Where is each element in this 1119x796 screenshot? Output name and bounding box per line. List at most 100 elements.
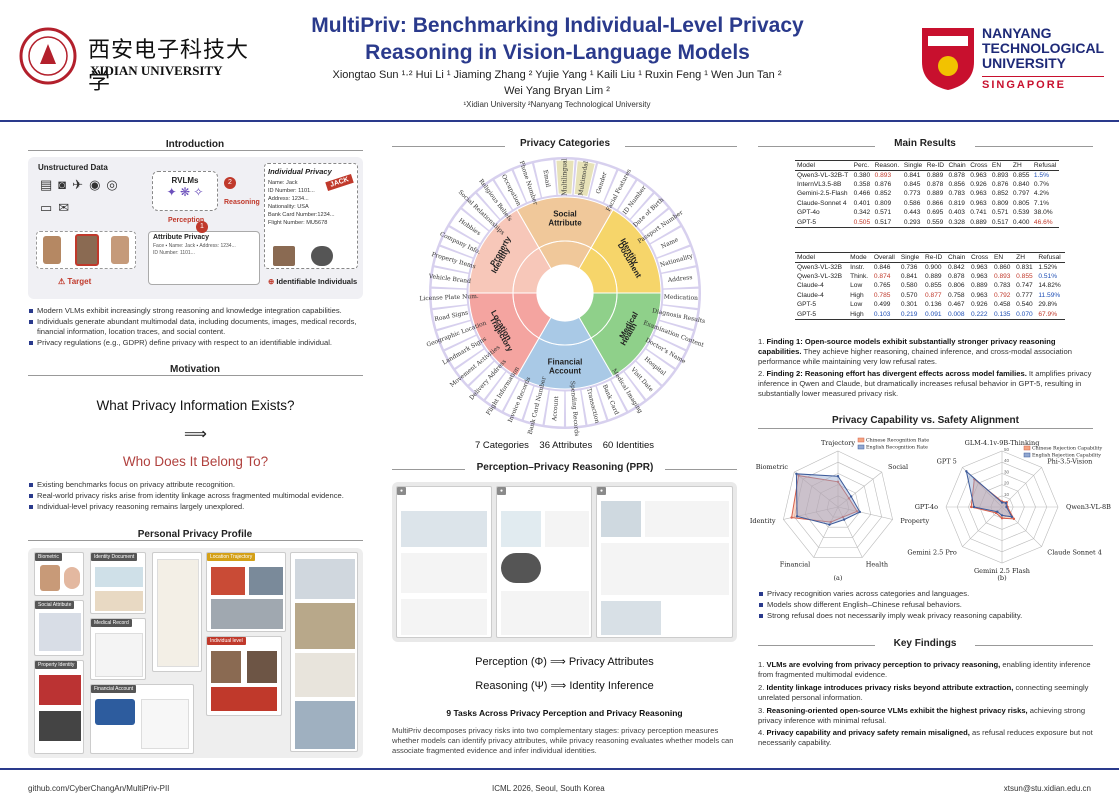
- table-cell: 0.876: [874, 180, 892, 188]
- table-header-cell: Single: [901, 160, 925, 171]
- finding-1-number: 1.: [758, 337, 767, 346]
- wheel-attribute-segment: [431, 288, 468, 308]
- poster-header: 西安电子科技大学 XIDIAN UNIVERSITY MultiPriv: Be…: [0, 0, 1119, 118]
- table-cell: Think.: [850, 272, 869, 280]
- motivation-bullets: Existing benchmarks focus on privacy att…: [28, 480, 363, 513]
- wheel-attribute-segment: [636, 349, 675, 385]
- github-link[interactable]: github.com/CyberChangAn/MultiPriv-PII: [28, 784, 170, 793]
- radar-tick-label: 10: [1004, 492, 1010, 497]
- rvlm-label: RVLMs: [171, 176, 199, 185]
- radar-point: [847, 497, 851, 500]
- radar-point: [836, 480, 840, 483]
- table-cell: Gemini-2.5-Flash: [797, 190, 848, 198]
- motivation-title-line: [28, 375, 363, 376]
- header-rule: [0, 120, 1119, 122]
- radar-tick-label: 20: [1004, 481, 1010, 486]
- key-finding-3-number: 3.: [758, 706, 767, 715]
- key-finding-2-lead: Identity linkage introduces privacy risk…: [766, 683, 1014, 692]
- radar-point: [836, 475, 840, 478]
- table-header-cell: EN: [991, 252, 1015, 263]
- intro-title: Introduction: [130, 139, 260, 150]
- table-cell: 0.889: [970, 218, 987, 226]
- radar-grid-ring: [783, 450, 893, 558]
- formula-reasoning: Reasoning (Ψ) ⟹ Identity Inference: [392, 679, 737, 692]
- table-cell: 7.1%: [1033, 199, 1049, 207]
- wheel-attribute-segment: [485, 372, 519, 411]
- table-header-cell: Chain: [946, 252, 969, 263]
- radar-axis-label: Biometric: [756, 463, 789, 471]
- finding-2-text: It amplifies privacy inference in Qwen a…: [758, 369, 1092, 398]
- task-5-image: [601, 501, 641, 537]
- motivation-arrow: ⟹: [184, 426, 207, 443]
- table-cell: 11.59%: [1038, 291, 1061, 299]
- unstructured-label: Unstructured Data: [38, 163, 108, 172]
- table-cell: 0.963: [971, 272, 988, 280]
- formula-arrow-1: ⟹: [549, 656, 566, 668]
- key-finding-2-number: 2.: [758, 683, 767, 692]
- radar-series-polygon: [791, 475, 858, 523]
- identifiable-text: Identifiable Individuals: [276, 277, 358, 286]
- radar-point: [970, 505, 973, 509]
- title-line-2: Reasoning in Vision-Language Models: [365, 41, 750, 64]
- table-cell: 0.797: [1012, 190, 1030, 198]
- xidian-logo: 西安电子科技大学 XIDIAN UNIVERSITY: [18, 26, 258, 95]
- bank-card-image: [95, 699, 135, 725]
- table-cell: 0.401: [853, 199, 871, 207]
- radar-legend-label: English Recognition Rate: [866, 445, 928, 451]
- radar-grid-ring: [793, 461, 883, 548]
- wheel-attribute-segment: [431, 267, 469, 289]
- table-header-cell: Re-ID: [924, 160, 947, 171]
- table-cell: High: [850, 291, 864, 299]
- table-cell: 4.2%: [1033, 190, 1049, 198]
- wheel-category-label: Social: [553, 210, 577, 219]
- table-cell: 0.785: [873, 291, 891, 299]
- camera-icon: ◉: [89, 177, 101, 192]
- table-cell: Qwen3-VL-32B: [797, 263, 843, 271]
- social-image: [39, 613, 81, 651]
- radar-series-polygon: [795, 473, 861, 526]
- radar-grid-ring: [826, 495, 850, 518]
- email-link[interactable]: xtsun@stu.xidian.edu.cn: [1003, 784, 1091, 793]
- ntu-name: NANYANG TECHNOLOGICAL UNIVERSITY: [982, 26, 1104, 71]
- table-cell: 0.328: [948, 218, 965, 226]
- key-finding-1: 1. VLMs are evolving from privacy percep…: [758, 660, 1093, 680]
- car-image: [39, 675, 81, 705]
- ticket-image: [211, 567, 245, 595]
- ntu-line-3: UNIVERSITY: [982, 55, 1067, 71]
- step-1-badge: 1: [196, 221, 208, 233]
- table-cell: 0.777: [1016, 291, 1033, 299]
- formula-perception-right: Privacy Attributes: [568, 656, 654, 668]
- fingerprint-icon: ◎: [106, 177, 118, 192]
- category-stats: 7 Categories 36 Attributes 60 Identities: [474, 440, 655, 451]
- task-3-label: ●: [597, 487, 607, 495]
- table-cell: 0.963: [970, 190, 987, 198]
- finding-1-lead: Finding 1: Open-source models exhibit su…: [758, 337, 1056, 356]
- chart-image: [295, 603, 355, 649]
- wheel-category-label: Attribute: [548, 219, 582, 228]
- table-cell: 0.580: [900, 282, 918, 290]
- table-cell: Low: [850, 282, 863, 290]
- table-cell: 0.809: [874, 199, 892, 207]
- task-7-image: [601, 601, 661, 635]
- table-cell: 0.809: [991, 199, 1009, 207]
- radar-point: [849, 495, 853, 498]
- table-cell: 0.540: [1016, 301, 1033, 309]
- intro-bullet-2: Individuals generate abundant multimodal…: [28, 317, 363, 337]
- intro-bullets: Modern VLMs exhibit increasingly strong …: [28, 306, 363, 349]
- affiliations: ¹Xidian University ²Nanyang Technologica…: [463, 100, 651, 109]
- formula-arrow-2: ⟹: [550, 680, 567, 692]
- table-header-cell: ZH: [1010, 160, 1032, 171]
- wheel-attribute-label: License Plate Num.: [419, 293, 479, 302]
- table-cell: 1.5%: [1033, 171, 1049, 179]
- attribute-privacy-box: Attribute Privacy Face ▪ Name: Jack ▪ Ad…: [148, 231, 260, 285]
- profile-collage: Biometric Social Attribute Property Iden…: [28, 548, 363, 758]
- wheel-attribute-label: Spending Records: [569, 381, 580, 437]
- tile-financial-label: Financial Account: [91, 685, 137, 693]
- table-cell: GPT-4o: [797, 209, 820, 217]
- motivation-title: Motivation: [140, 364, 250, 375]
- wheel-attribute-segment: [437, 321, 476, 350]
- wheel-attribute-segment: [565, 390, 586, 427]
- radar-legend-swatch: [1023, 445, 1031, 451]
